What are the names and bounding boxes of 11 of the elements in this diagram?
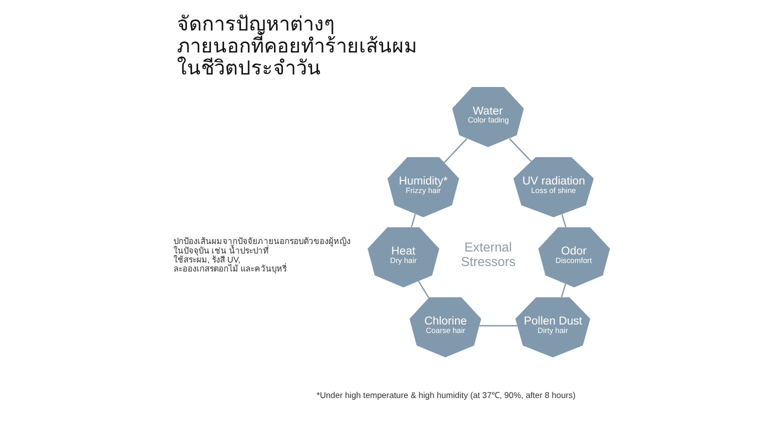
connector — [478, 325, 517, 326]
connector — [560, 284, 566, 298]
label: External Stressors — [460, 240, 516, 270]
label: ปกป้องเส้นผมจากปัจจัยภายนอกรอบตัวของผู้หญิง ในปัจจุบัน เช่น น้ำประปาที่ ใช้สระผม, รังสี UV, ละอองเกสรดอกไม้ และควันบุหรี่ — [172, 236, 350, 274]
connector — [508, 138, 532, 162]
connector — [410, 214, 416, 228]
connector — [560, 214, 566, 228]
label: *Under high temperature & high humidity (at 37℃, 90%, after 8 hours) — [316, 390, 576, 400]
diagram-title: จัดการปัญหาต่างๆ ภายนอกที่คอยทำร้ายเส้นผม ในชีวิตประจำวัน — [176, 13, 417, 80]
connector — [443, 138, 467, 163]
connector — [418, 280, 429, 298]
